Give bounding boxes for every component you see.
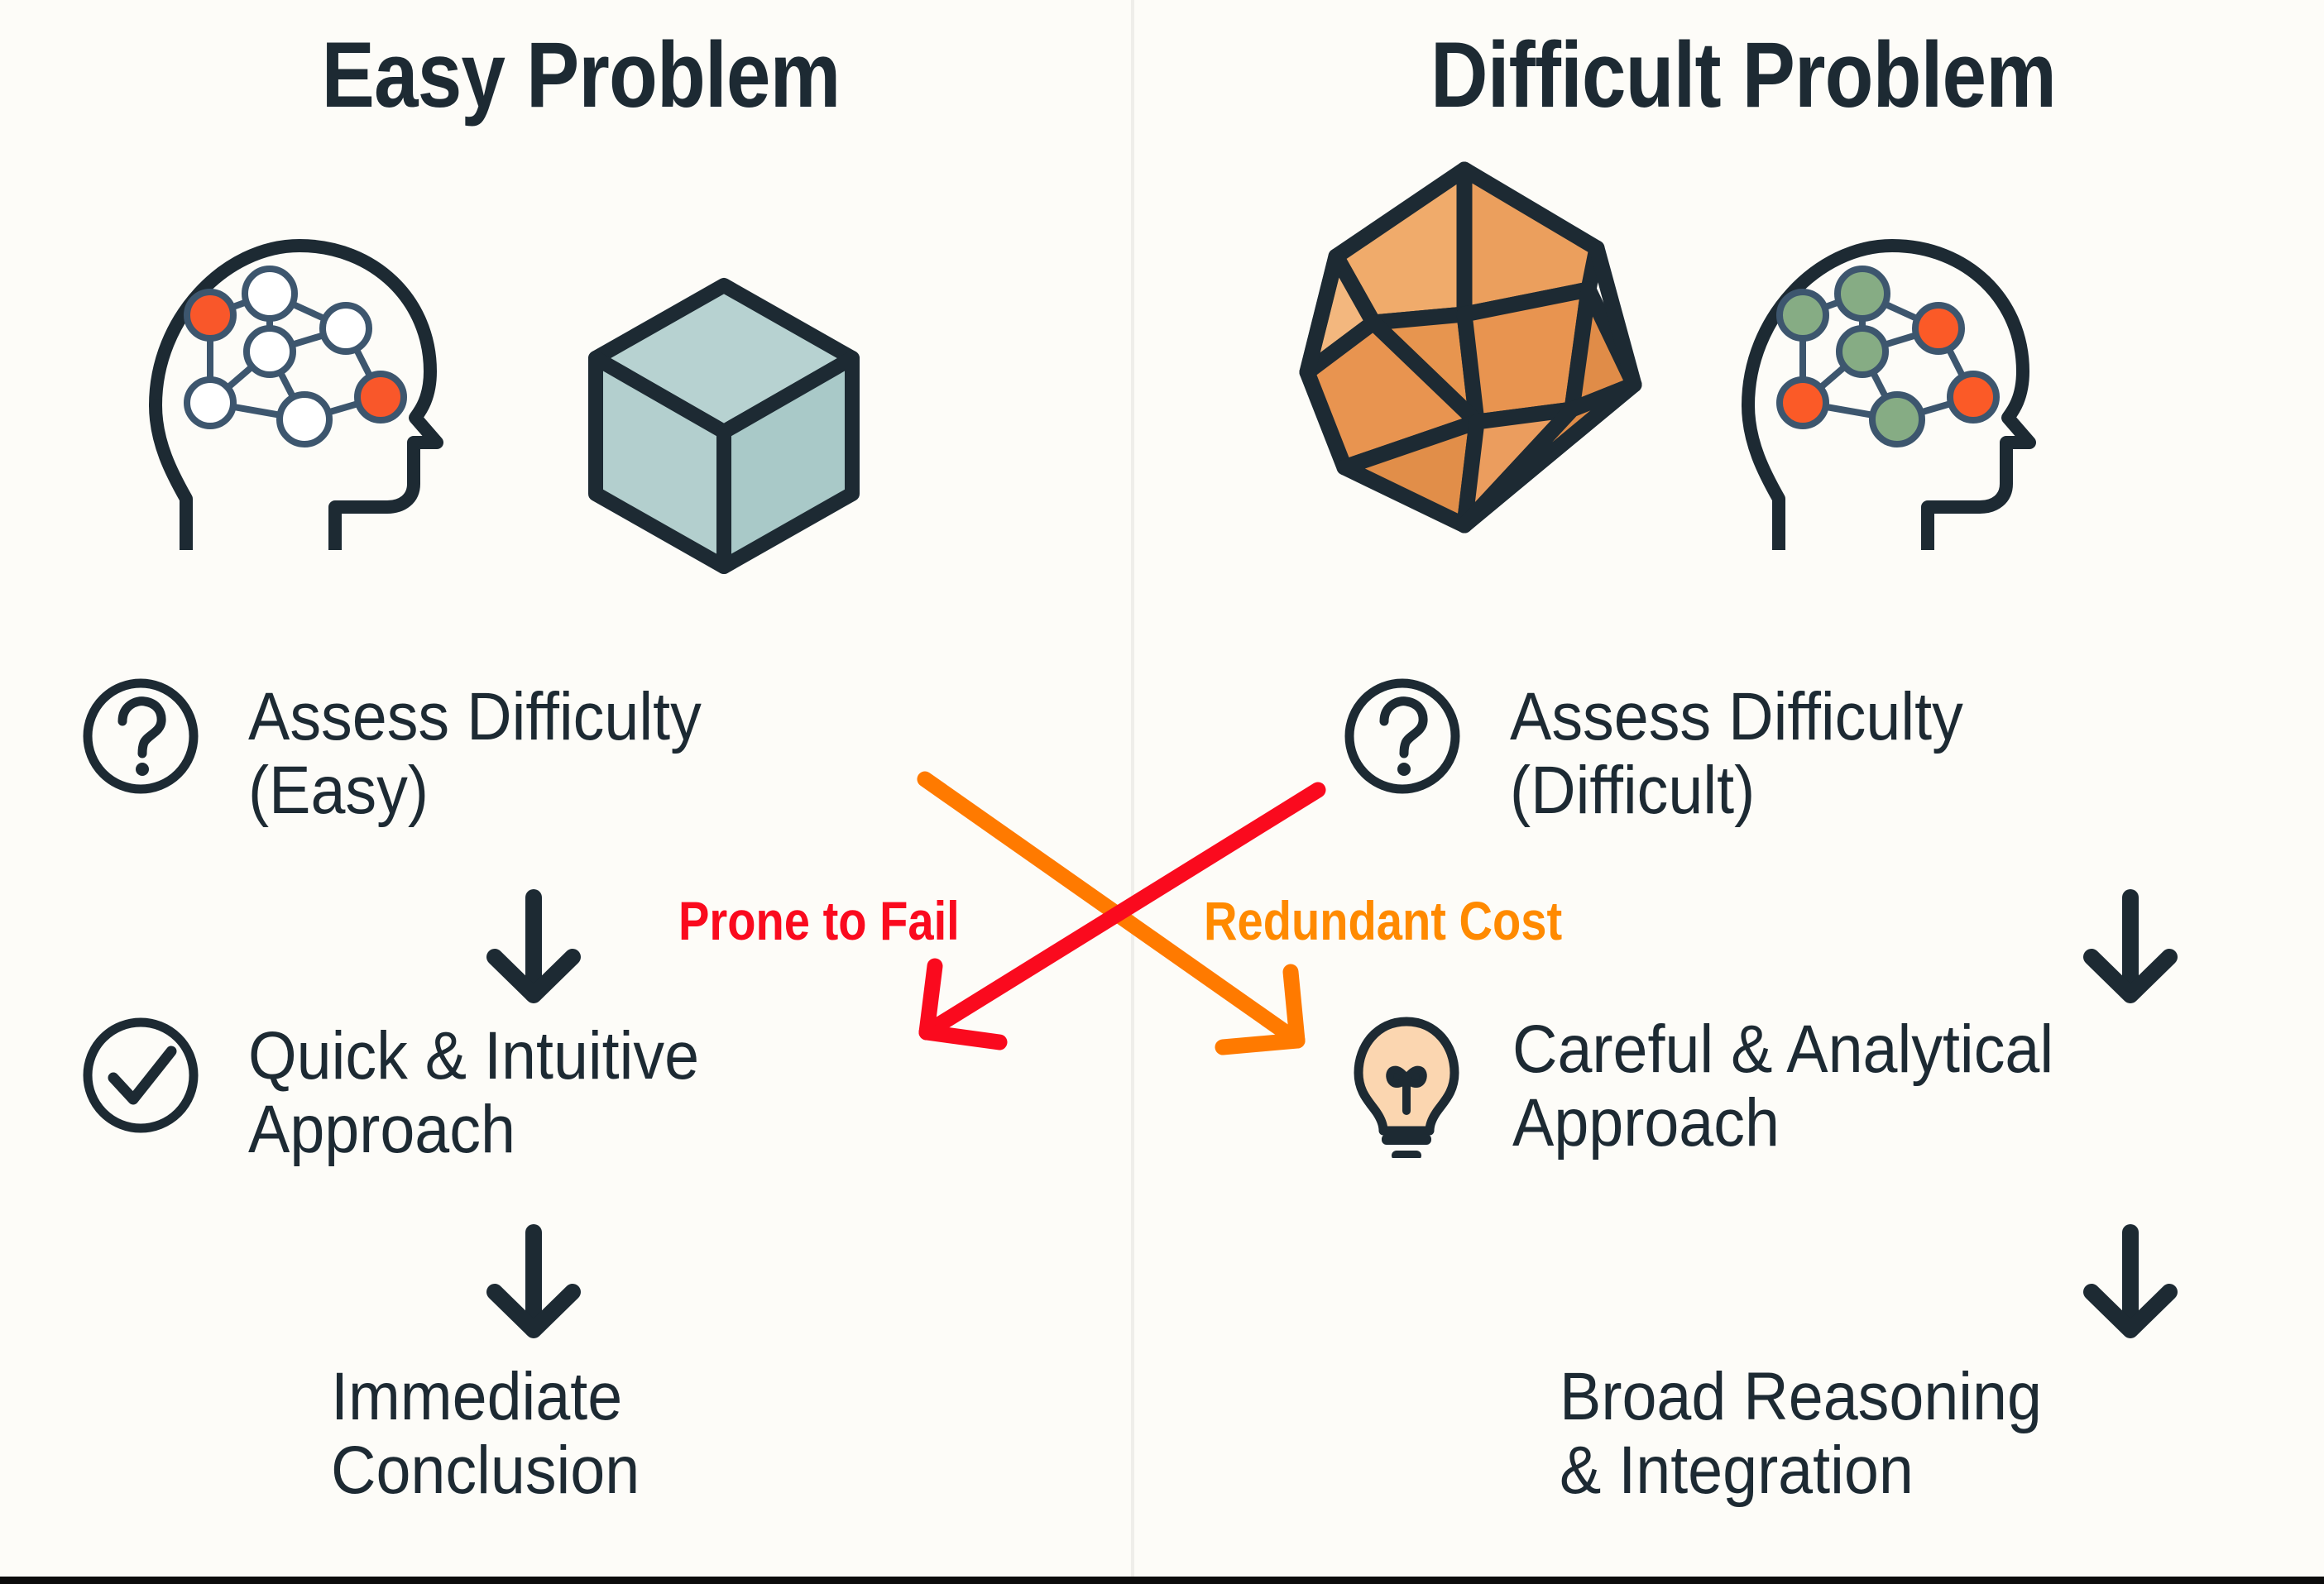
redundant-cost-label: Redundant Cost	[1204, 890, 1563, 951]
cube-icon	[588, 278, 860, 574]
right-step-1-label: Assess Difficulty (Difficult)	[1510, 679, 1963, 828]
right-hero-row	[1162, 149, 2324, 620]
question-mark-circle-icon	[83, 678, 199, 794]
down-arrow-icon	[2083, 889, 2178, 1003]
right-step-3: Broad Reasoning & Integration	[1560, 1359, 2084, 1508]
head-network-icon	[149, 239, 443, 550]
left-panel: Easy Problem	[0, 0, 1162, 1577]
right-step-3-label: Broad Reasoning & Integration	[1560, 1359, 2042, 1508]
question-mark-circle-icon	[1344, 678, 1460, 794]
right-panel: Difficult Problem	[1162, 0, 2324, 1577]
lightbulb-icon	[1354, 1017, 1459, 1158]
icosahedron-icon	[1299, 161, 1642, 534]
left-step-2: Quick & Intuitive Approach	[79, 1013, 738, 1166]
left-panel-title: Easy Problem	[321, 23, 841, 127]
left-step-2-label: Quick & Intuitive Approach	[248, 1018, 700, 1167]
prone-to-fail-label: Prone to Fail	[678, 890, 960, 951]
down-arrow-icon	[486, 889, 581, 1003]
left-step-1-label: Assess Difficulty (Easy)	[248, 679, 702, 828]
down-arrow-icon	[486, 1224, 581, 1338]
right-step-2-label: Careful & Analytical Approach	[1512, 1012, 2054, 1160]
left-step-3: Immediate Conclusion	[331, 1359, 667, 1508]
head-network-icon	[1742, 239, 2036, 550]
left-step-3-label: Immediate Conclusion	[331, 1359, 640, 1508]
right-panel-title: Difficult Problem	[1430, 23, 2057, 127]
left-step-1: Assess Difficulty (Easy)	[79, 674, 740, 827]
right-step-1: Assess Difficulty (Difficult)	[1340, 674, 2002, 827]
down-arrow-icon	[2083, 1224, 2178, 1338]
right-step-2: Careful & Analytical Approach	[1340, 1012, 2101, 1160]
check-circle-icon	[83, 1017, 199, 1133]
left-hero-row	[0, 149, 1162, 620]
